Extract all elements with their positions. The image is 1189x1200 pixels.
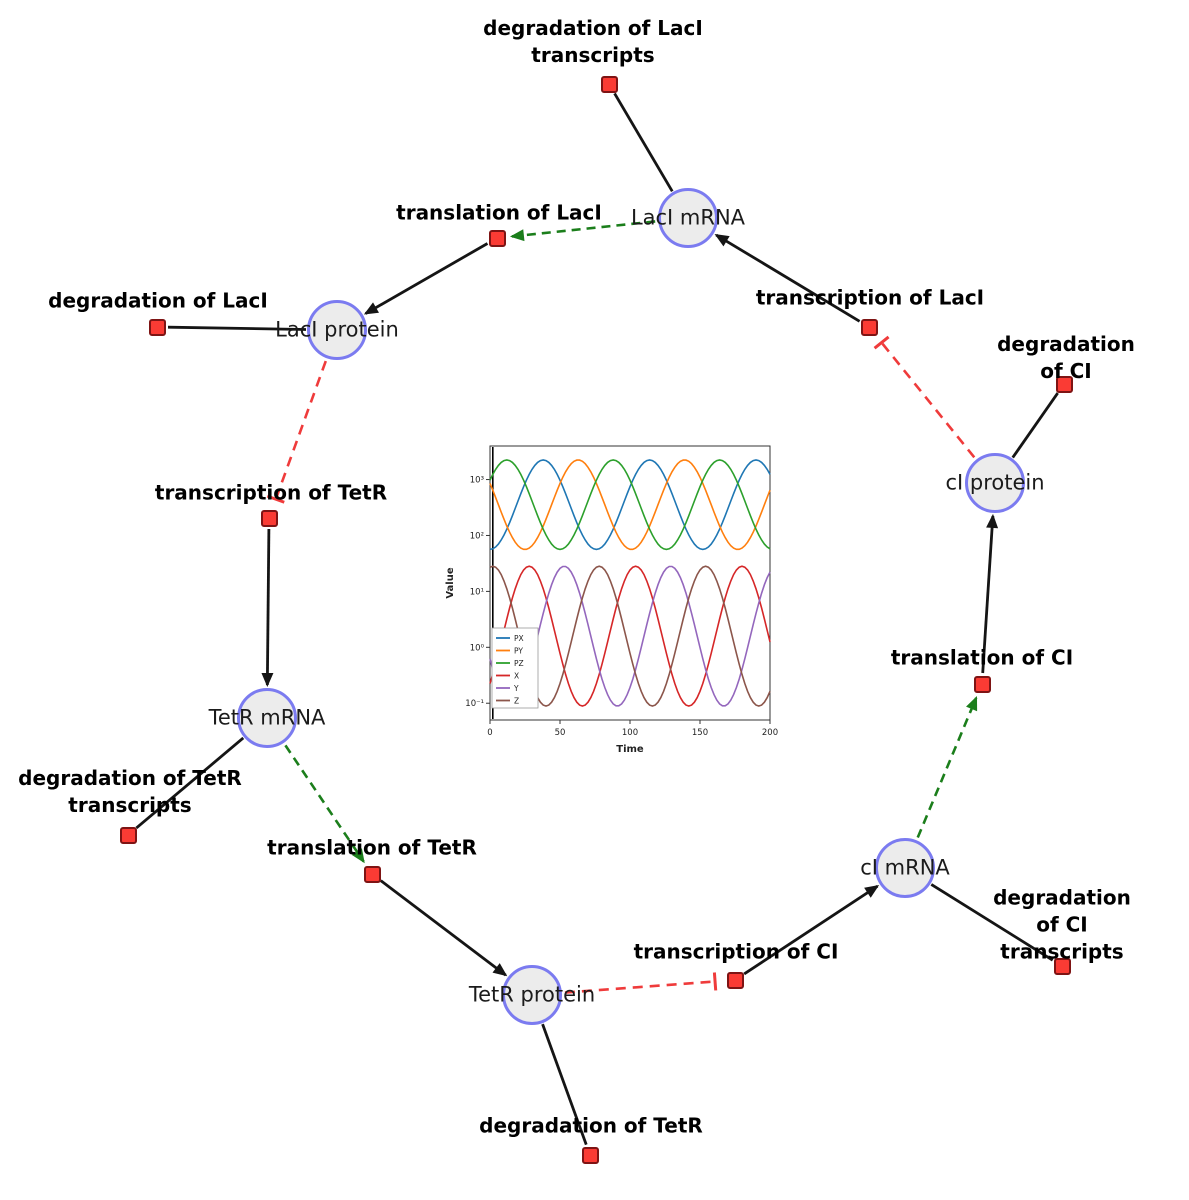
x-axis-label: Time — [616, 744, 644, 755]
reaction-node-deg_cI_tx[interactable] — [1053, 957, 1071, 975]
x-tick-label: 50 — [555, 728, 566, 738]
edge-production-transl_cI-cI_protein — [981, 513, 999, 674]
x-tick-label: 200 — [762, 728, 778, 738]
reaction-node-tx_tetR[interactable] — [260, 509, 278, 527]
inhibition-tbar-tetR_protein-tx_cI — [712, 972, 718, 991]
reaction-label-deg_cI_tx: degradation of CI transcripts — [993, 885, 1131, 964]
y-tick-label: 10⁻¹ — [465, 699, 484, 709]
reaction-node-tx_lacI[interactable] — [860, 318, 878, 336]
reaction-node-transl_lacI[interactable] — [488, 229, 506, 247]
reaction-label-deg_lacI: degradation of LacI — [48, 288, 268, 313]
reaction-node-deg_lacI[interactable] — [148, 318, 166, 336]
y-tick-label: 10³ — [470, 476, 484, 486]
series-line-PY — [489, 459, 771, 551]
reaction-label-deg_tetR_tx: degradation of TetR transcripts — [18, 766, 242, 817]
reaction-label-transl_cI: translation of CI — [890, 645, 1074, 670]
inhibition-tbar-cI_protein-tx_lacI — [873, 335, 890, 350]
y-tick-label: 10¹ — [470, 587, 484, 597]
reaction-node-tx_cI[interactable] — [726, 971, 744, 989]
reaction-label-transl_tetR: translation of TetR — [267, 835, 477, 860]
reaction-node-transl_tetR[interactable] — [363, 865, 381, 883]
reaction-node-deg_lacI_tx[interactable] — [600, 75, 618, 93]
edge-consumption-cI_mRNA-deg_cI_tx — [930, 883, 1054, 962]
species-node-lacI_protein[interactable] — [307, 300, 367, 360]
edge-modifier-lacI_mRNA-transl_lacI — [509, 220, 656, 242]
reaction-label-deg_tetR: degradation of TetR — [479, 1113, 703, 1138]
species-node-tetR_mRNA[interactable] — [237, 688, 297, 748]
reaction-label-tx_lacI: transcription of LacI — [755, 285, 985, 310]
edge-inhibition-cI_protein-tx_lacI — [880, 341, 976, 459]
species-label-tetR_protein: TetR protein — [468, 982, 596, 1007]
species-node-tetR_protein[interactable] — [502, 965, 562, 1025]
edge-modifier-tetR_mRNA-transl_tetR — [284, 744, 365, 864]
edge-inhibition-tetR_protein-tx_cI — [564, 980, 716, 994]
edge-production-tx_tetR-tetR_mRNA — [261, 528, 274, 688]
inset-chart-svg: 0 50 100 150 200 10⁻¹ 10⁰ 10¹ 10² 10³ PX PY PZ XYZ Tim… — [445, 445, 778, 755]
species-node-cI_protein[interactable] — [965, 453, 1025, 513]
reaction-label-transl_lacI: translation of LacI — [396, 200, 602, 225]
edge-production-transl_tetR-tetR_protein — [379, 879, 508, 977]
series-line-X — [489, 565, 771, 707]
edge-production-tx_lacI-lacI_mRNA — [714, 233, 861, 323]
legend-label-PX: PX — [514, 634, 524, 643]
series-line-PZ — [489, 459, 771, 551]
x-tick-label: 0 — [487, 728, 492, 738]
legend-label-PY: PY — [514, 647, 523, 656]
species-label-lacI_protein: LacI protein — [275, 317, 399, 342]
x-tick-label: 100 — [622, 728, 638, 738]
edge-inhibition-lacI_protein-tx_tetR — [274, 360, 327, 500]
legend-label-PZ: PZ — [514, 659, 524, 668]
reaction-label-deg_lacI_tx: degradation of LacI transcripts — [483, 16, 703, 67]
species-label-cI_protein: cI protein — [945, 470, 1045, 495]
x-tick-label: 150 — [692, 728, 708, 738]
legend-box — [491, 627, 539, 709]
edge-production-transl_lacI-lacI_protein — [363, 242, 489, 315]
y-tick-label: 10⁰ — [470, 643, 485, 653]
species-label-lacI_mRNA: LacI mRNA — [630, 205, 746, 230]
y-tick-label: 10² — [470, 531, 484, 541]
edge-consumption-tetR_mRNA-deg_tetR_tx — [135, 736, 245, 829]
reaction-label-deg_cI: degradation of CI — [997, 332, 1135, 383]
edge-production-tx_cI-cI_mRNA — [743, 884, 880, 976]
reaction-node-deg_tetR_tx[interactable] — [119, 826, 137, 844]
species-label-cI_mRNA: cI mRNA — [860, 855, 950, 880]
species-node-lacI_mRNA[interactable] — [658, 188, 718, 248]
edge-consumption-tetR_protein-deg_tetR — [541, 1023, 588, 1146]
edge-consumption-cI_protein-deg_cI — [1011, 392, 1059, 459]
species-node-cI_mRNA[interactable] — [875, 838, 935, 898]
edge-modifier-cI_mRNA-transl_cI — [916, 695, 978, 839]
species-label-tetR_mRNA: TetR mRNA — [208, 705, 326, 730]
inhibition-tbar-lacI_protein-tx_tetR — [266, 494, 285, 504]
legend-label-X: X — [514, 672, 519, 681]
edge-consumption-lacI_mRNA-deg_lacI_tx — [613, 92, 674, 193]
reaction-label-tx_tetR: transcription of TetR — [154, 480, 388, 505]
edge-consumption-lacI_protein-deg_lacI — [167, 325, 307, 331]
reaction-node-transl_cI[interactable] — [973, 675, 991, 693]
reaction-node-deg_tetR[interactable] — [581, 1146, 599, 1164]
reaction-node-deg_cI[interactable] — [1055, 375, 1073, 393]
legend-label-Z: Z — [514, 697, 519, 706]
reaction-label-tx_cI: transcription of CI — [633, 939, 839, 964]
series-line-PX — [489, 459, 771, 551]
legend-label-Y: Y — [513, 684, 519, 693]
y-axis-label: Value — [445, 567, 456, 598]
